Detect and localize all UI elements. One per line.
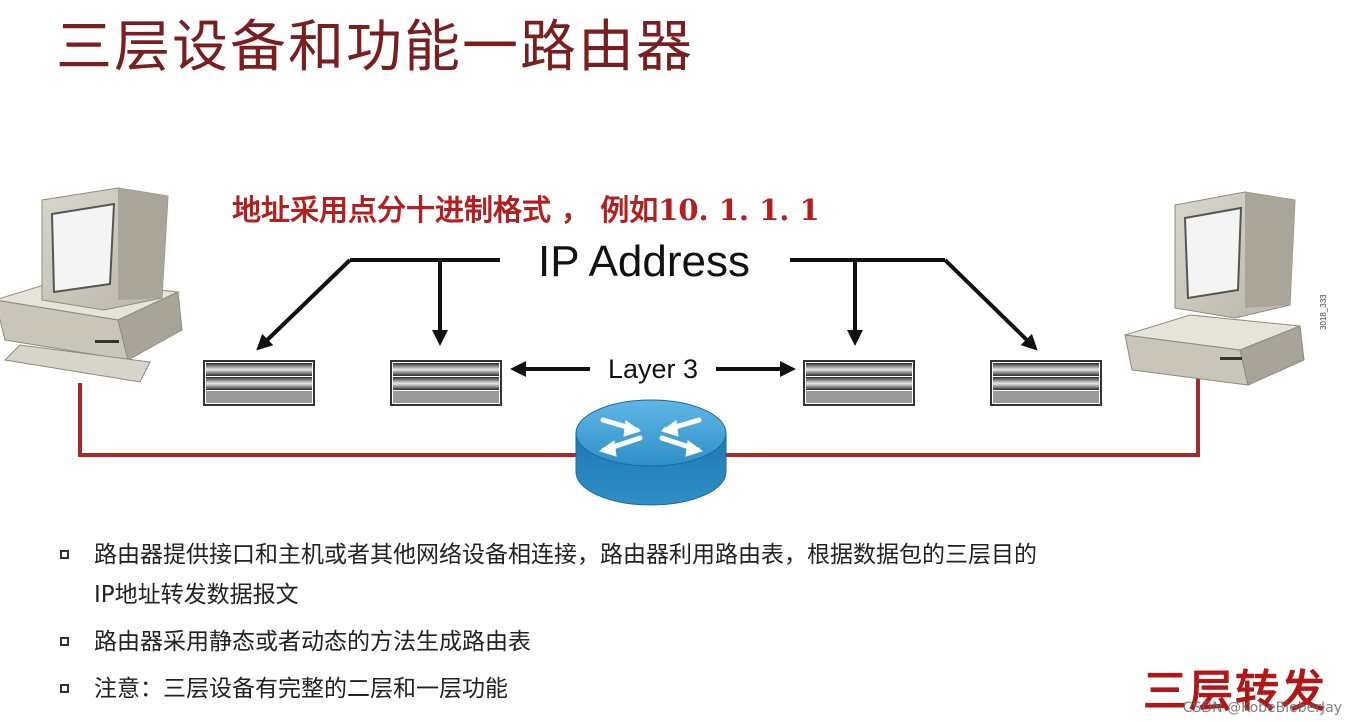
- figure-code: 3018_333: [1319, 294, 1328, 330]
- bullet-text: 路由器提供接口和主机或者其他网络设备相连接，路由器利用路由表，根据数据包的三层目…: [94, 542, 1037, 568]
- bullet-text-continued: IP地址转发数据报文: [94, 582, 299, 608]
- bullet-square-icon: [60, 550, 69, 559]
- interface-block-4: [990, 360, 1102, 406]
- interface-block-1: [203, 360, 315, 406]
- bullet-item: 路由器采用静态或者动态的方法生成路由表: [58, 622, 1258, 662]
- bullet-item: 注意：三层设备有完整的二层和一层功能: [58, 669, 1258, 709]
- bullet-text: 注意：三层设备有完整的二层和一层功能: [94, 676, 508, 702]
- left-computer-icon: [0, 187, 183, 383]
- bullet-item: 路由器提供接口和主机或者其他网络设备相连接，路由器利用路由表，根据数据包的三层目…: [58, 535, 1258, 615]
- router-icon: [575, 399, 727, 506]
- layer-3-label: Layer 3: [608, 354, 698, 384]
- layer3-forwarding-stamp: 三层转发: [1143, 666, 1327, 717]
- right-computer-icon: [1124, 191, 1305, 386]
- interface-block-2: [390, 360, 502, 406]
- watermark: CSDN @KobeBieberJay: [1182, 700, 1342, 716]
- address-format-note: 地址采用点分十进制格式 ， 例如10. 1. 1. 1: [232, 193, 820, 227]
- bullet-square-icon: [60, 684, 69, 693]
- bullet-square-icon: [60, 637, 69, 646]
- interface-block-3: [803, 360, 915, 406]
- ip-address-label: IP Address: [538, 237, 750, 286]
- bullet-text: 路由器采用静态或者动态的方法生成路由表: [94, 629, 531, 655]
- bullet-list: 路由器提供接口和主机或者其他网络设备相连接，路由器利用路由表，根据数据包的三层目…: [58, 535, 1258, 716]
- page-title: 三层设备和功能一路由器: [56, 15, 694, 80]
